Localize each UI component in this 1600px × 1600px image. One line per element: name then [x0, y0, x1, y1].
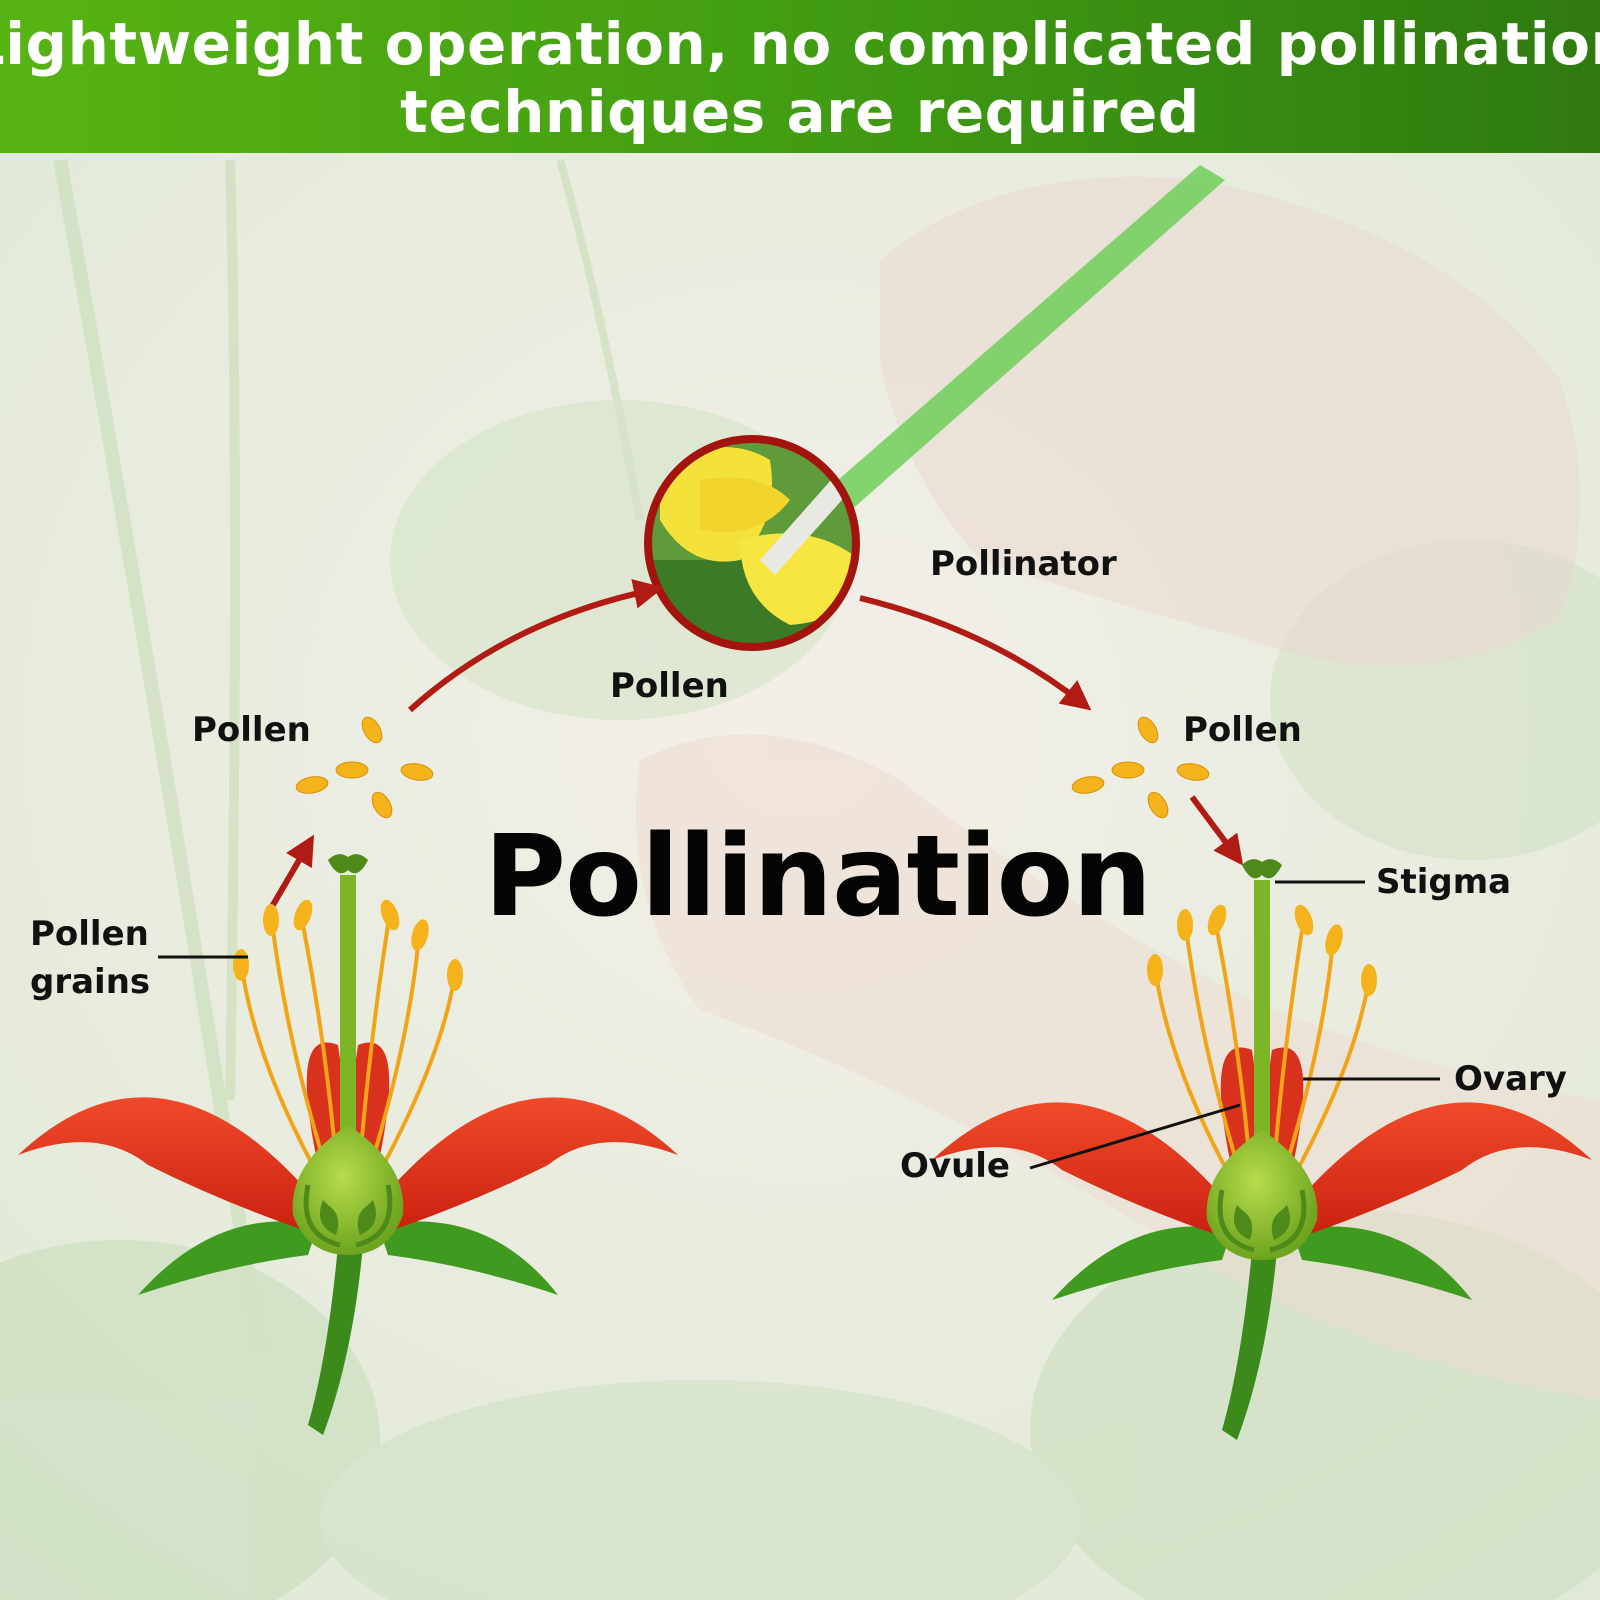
- banner-line-1: Lightweight operation, no complicated po…: [0, 9, 1600, 78]
- label-pollinator: Pollinator: [930, 544, 1117, 584]
- diagram-title: Pollination: [484, 812, 1152, 942]
- banner-line-2: techniques are required: [400, 77, 1200, 146]
- pollination-stick: [815, 165, 1225, 520]
- header-banner: Lightweight operation, no complicated po…: [0, 0, 1600, 153]
- label-pollen-right: Pollen: [1183, 710, 1302, 750]
- label-pollen-grains-2: grains: [30, 962, 151, 1002]
- label-pollen-center: Pollen: [610, 666, 729, 706]
- diagram-canvas: [0, 153, 1600, 1600]
- label-pollen-left: Pollen: [192, 710, 311, 750]
- arrow-to-pollinator: [407, 579, 664, 713]
- label-ovule: Ovule: [900, 1146, 1010, 1186]
- label-ovary: Ovary: [1454, 1059, 1567, 1099]
- label-pollen-grains-1: Pollen: [30, 914, 149, 954]
- arrow-up-left: [267, 834, 315, 912]
- arrow-down-right: [1189, 795, 1244, 866]
- arrow-from-pollinator: [859, 595, 1092, 711]
- label-stigma: Stigma: [1376, 862, 1512, 902]
- ovule-leader: [1029, 1103, 1241, 1170]
